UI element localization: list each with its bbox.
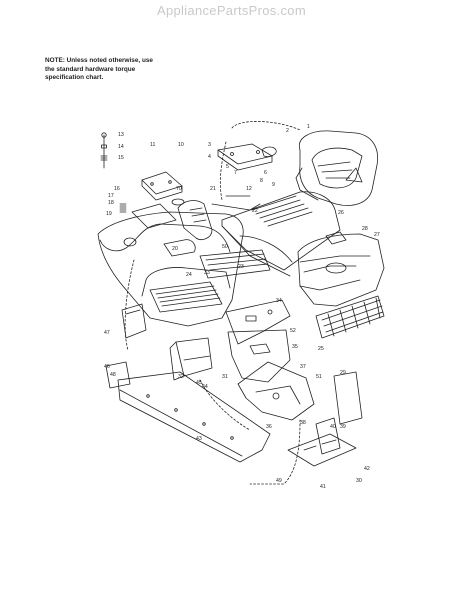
note-line-1: NOTE: Unless noted otherwise, use [45,57,153,64]
callout: 36 [266,424,272,430]
callout: 49 [276,478,282,484]
callout: 2 [286,128,289,134]
callout: 29 [340,370,346,376]
callout: 1 [307,124,310,130]
callout: 35 [292,344,298,350]
callout: 48 [110,372,116,378]
callout: 12 [246,186,252,192]
pedal-bracket[interactable] [315,417,341,455]
callout: 11 [150,142,155,148]
callout: 18 [108,200,114,206]
callout: 9 [272,182,275,188]
callout: 51 [316,374,322,380]
callout: 13 [118,132,124,138]
hood[interactable] [221,191,341,277]
callout: 45 [196,380,202,386]
callout: 6 [264,170,267,176]
floor-mat[interactable] [149,281,223,313]
callout: 5 [226,164,229,170]
callout: 33 [204,270,210,276]
callout: 8 [260,178,263,184]
callout: 23 [238,264,244,270]
callout: 42 [364,466,370,472]
callout: 40 [330,424,336,430]
fuel-mat[interactable] [199,249,271,279]
callout: 22 [252,208,258,214]
callout: 43 [196,436,202,442]
callout: 7 [234,170,237,176]
callout: 41 [320,484,326,490]
seat-bracket[interactable] [141,171,183,201]
callout: 14 [118,144,124,150]
callout: 50 [222,244,228,250]
callout: 10 [178,142,184,148]
bumper[interactable] [315,295,385,339]
callout: 52 [290,328,296,334]
dash-cover[interactable] [227,329,291,383]
callout: 15 [118,155,124,161]
callout: 21 [210,186,216,192]
callout: 25 [318,346,324,352]
battery-tray[interactable] [169,337,213,381]
torque-note: NOTE: Unless noted otherwise, use the st… [45,57,195,83]
grille[interactable] [297,233,385,307]
frame-rail[interactable] [117,371,271,463]
hood-hinge[interactable] [325,231,347,245]
seat[interactable] [295,130,379,206]
callout: 24 [186,272,192,278]
fender-cap[interactable] [131,203,177,229]
callout: 38 [300,420,306,426]
site-watermark: AppliancePartsPros.com [157,3,306,18]
mount-plate[interactable] [287,433,357,467]
seat-plate[interactable] [217,143,277,171]
callout: 47 [104,330,110,336]
fender[interactable] [97,211,244,327]
callout: 34 [276,298,282,304]
screw-stack[interactable] [100,132,108,169]
callout: 19 [106,211,112,217]
spring[interactable] [119,203,127,213]
callout: 39 [340,424,346,430]
callout: 27 [374,232,380,238]
callout: 46 [104,364,110,370]
note-line-3: specification chart. [45,74,104,81]
callout: 30 [356,478,362,484]
rear-bracket[interactable] [333,371,363,425]
callout: 17 [108,193,114,199]
callout: 32 [178,374,184,380]
callout: 4 [208,154,211,160]
callout: 3 [208,142,211,148]
callout: 37 [300,364,306,370]
callout: 26 [338,210,344,216]
callout: 31 [222,374,228,380]
callout: 28 [362,226,368,232]
shift-console[interactable] [171,198,213,240]
frame-bracket[interactable] [105,361,131,389]
callout: 20 [172,246,178,252]
steering-frame[interactable] [237,361,315,421]
side-bracket[interactable] [121,303,147,339]
callout-labels: 13 14 15 11 10 1 2 3 4 5 6 7 8 9 12 16 1… [104,124,380,490]
callout: 44 [202,384,208,390]
callout: 16 [114,186,120,192]
dash-panel[interactable] [225,299,291,345]
wiring-harness [124,121,301,485]
note-line-2: the standard hardware torque [45,65,136,73]
callout: 70 [176,186,182,192]
